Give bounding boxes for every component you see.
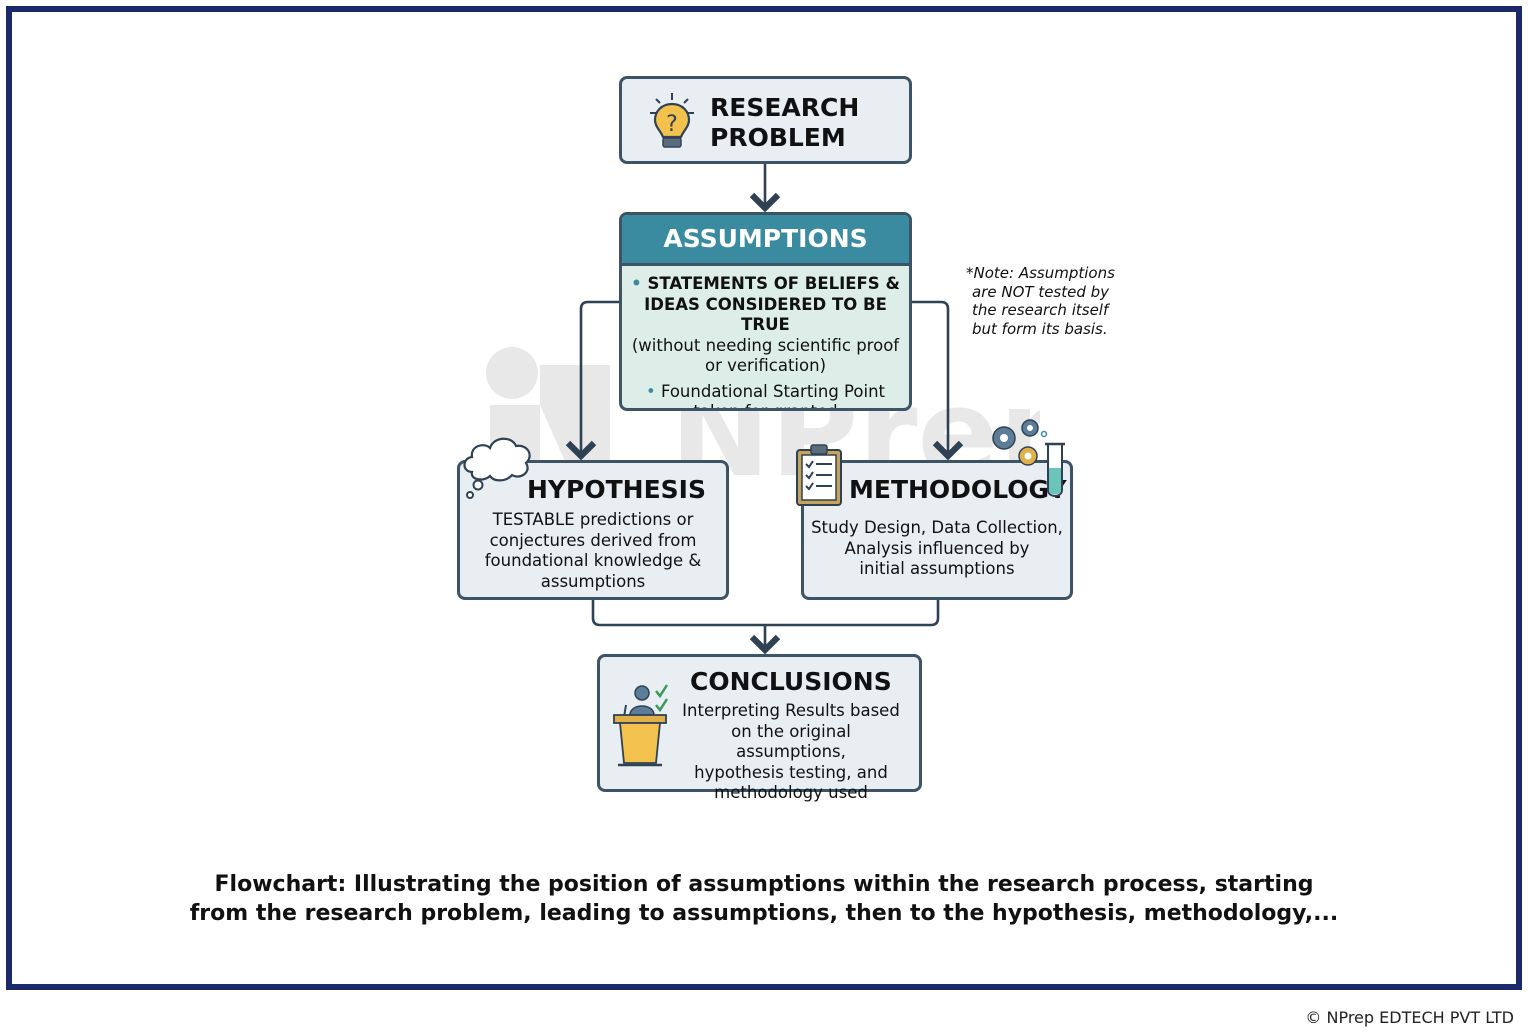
methodology-box: METHODOLOGY Study Design, Data Collectio… [801, 460, 1073, 600]
conclusions-title: CONCLUSIONS [690, 667, 892, 696]
clipboard-checklist-icon [796, 444, 842, 506]
assumptions-box: ASSUMPTIONS • STATEMENTS OF BELIEFS & ID… [619, 212, 912, 411]
svg-text:?: ? [666, 112, 678, 137]
thought-cloud-icon [463, 437, 531, 499]
arrow-assumptions-to-methodology [912, 300, 964, 461]
gears-icon [992, 419, 1048, 466]
conclusions-description: Interpreting Results based on the origin… [682, 701, 900, 802]
hypothesis-title: HYPOTHESIS [527, 475, 706, 504]
assumptions-note: *Note: Assumptions are NOT tested by the… [966, 264, 1115, 338]
figure-caption: Flowchart: Illustrating the position of … [189, 872, 1339, 926]
research-problem-box: ? RESEARCH PROBLEM [619, 76, 912, 164]
hypothesis-description: TESTABLE predictions or conjectures deri… [484, 510, 702, 591]
test-tube-icon [1045, 442, 1065, 497]
presenter-podium-icon [613, 684, 669, 767]
lightbulb-question-icon: ? [650, 93, 694, 148]
assumptions-bullet-1: • STATEMENTS OF BELIEFS & IDEAS CONSIDER… [631, 274, 900, 334]
arrow-assumptions-to-hypothesis [565, 300, 619, 461]
copyright-text: © NPrep EDTECH PVT LTD [1305, 1008, 1514, 1027]
assumptions-bullet-2: • Foundational Starting Point taken for … [645, 381, 886, 409]
assumptions-body: • STATEMENTS OF BELIEFS & IDEAS CONSIDER… [622, 266, 909, 409]
conclusions-box: CONCLUSIONS Interpreting Results based o… [597, 654, 922, 802]
methodology-description: Study Design, Data Collection, Analysis … [811, 518, 1063, 578]
research-problem-title: RESEARCH PROBLEM [710, 93, 860, 152]
hypothesis-box: HYPOTHESIS TESTABLE predictions or conje… [457, 460, 729, 600]
methodology-title: METHODOLOGY [849, 475, 1067, 504]
arrow-to-conclusions [591, 600, 940, 650]
assumptions-header: ASSUMPTIONS [622, 215, 909, 266]
